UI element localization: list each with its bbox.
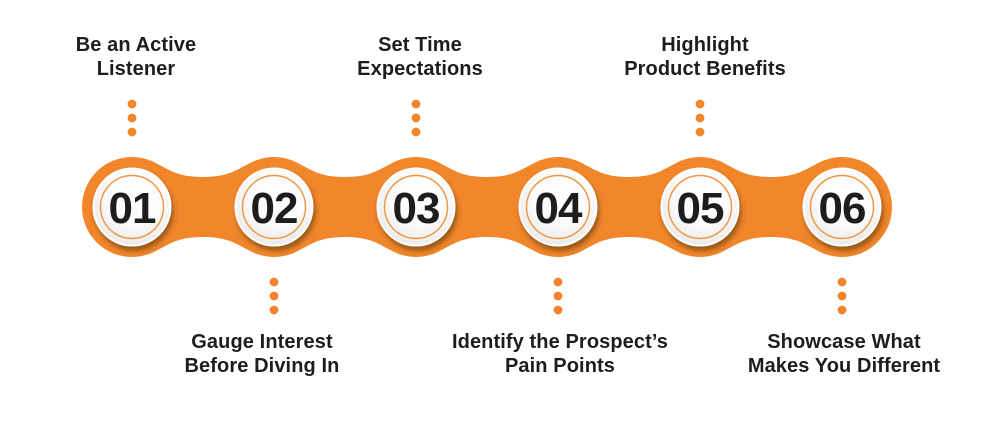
dot	[695, 99, 705, 109]
step-node-01: 01	[82, 157, 182, 257]
node-disc	[802, 167, 882, 247]
step-label-5: Highlight Product Benefits	[624, 34, 786, 80]
dot	[837, 305, 847, 315]
dot	[553, 291, 563, 301]
dot	[837, 277, 847, 287]
dot	[127, 113, 137, 123]
dot	[411, 113, 421, 123]
step-label-1: Be an Active Listener	[75, 34, 197, 80]
dot	[269, 277, 279, 287]
dotted-connector-top-3	[411, 99, 421, 137]
step-node-04: 04	[508, 157, 608, 257]
step-number: 04	[535, 184, 583, 233]
node-disc	[376, 167, 456, 247]
dot	[411, 127, 421, 137]
node-disc	[234, 167, 314, 247]
dot	[553, 305, 563, 315]
node-ring	[667, 174, 733, 240]
node-disc	[92, 167, 172, 247]
step-number: 03	[393, 184, 440, 233]
node-ring	[99, 174, 165, 240]
dotted-connector-bottom-4	[553, 277, 563, 315]
dot	[695, 113, 705, 123]
step-number: 01	[109, 184, 156, 233]
dot	[553, 277, 563, 287]
step-label-4: Identify the Prospect’s Pain Points	[451, 331, 669, 377]
dot	[837, 291, 847, 301]
step-node-03: 03	[366, 157, 466, 257]
step-node-06: 06	[792, 157, 892, 257]
dot	[695, 127, 705, 137]
step-number: 05	[677, 184, 724, 233]
dot	[127, 127, 137, 137]
dot	[269, 305, 279, 315]
step-number: 02	[251, 184, 298, 233]
dotted-connector-bottom-2	[269, 277, 279, 315]
dot	[269, 291, 279, 301]
dot	[411, 99, 421, 109]
step-label-3: Set Time Expectations	[357, 34, 483, 80]
step-label-2: Gauge Interest Before Diving In	[184, 331, 340, 377]
dotted-connector-top-5	[695, 99, 705, 137]
node-ring	[809, 174, 875, 240]
node-ring	[241, 174, 307, 240]
step-label-6: Showcase What Makes You Different	[747, 331, 941, 377]
step-node-05: 05	[650, 157, 750, 257]
dotted-connector-top-1	[127, 99, 137, 137]
dotted-connector-bottom-6	[837, 277, 847, 315]
step-number: 06	[819, 184, 866, 233]
node-disc	[518, 167, 598, 247]
dot	[127, 99, 137, 109]
step-node-02: 02	[224, 157, 324, 257]
node-ring	[383, 174, 449, 240]
node-ring	[525, 174, 591, 240]
node-disc	[660, 167, 740, 247]
